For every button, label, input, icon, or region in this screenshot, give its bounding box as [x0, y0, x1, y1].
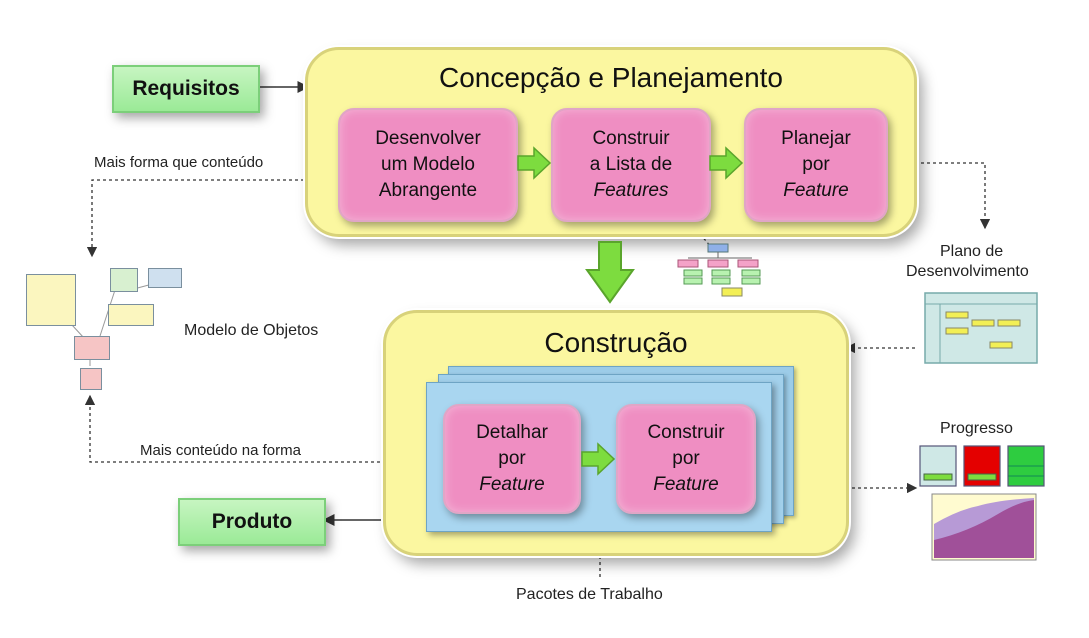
construir-feature-line1: Construir — [647, 422, 725, 443]
requisitos-box: Requisitos — [112, 65, 260, 113]
desenvolver-line1: Desenvolver — [375, 128, 481, 149]
label-pacotes: Pacotes de Trabalho — [516, 586, 663, 603]
construir-lista-line3: Features — [593, 180, 669, 201]
arrow-mais-forma — [86, 179, 340, 258]
construir-feature-line3: Feature — [653, 474, 719, 495]
produto-box: Produto — [178, 498, 326, 546]
desenvolver-line3: Abrangente — [378, 180, 478, 201]
panel-concepcao-title: Concepção e Planejamento — [438, 62, 783, 93]
construir-lista-line2: a Lista de — [589, 154, 673, 175]
construir-feature-line2: por — [672, 448, 700, 469]
progress-diagram — [919, 445, 1045, 561]
arrow-mais-conteudo — [84, 394, 440, 463]
label-mais-forma: Mais forma que conteúdo — [92, 154, 266, 171]
label-progresso: Progresso — [940, 420, 1013, 437]
detalhar-line3: Feature — [479, 474, 545, 495]
label-modelo-objetos: Modelo de Objetos — [184, 322, 319, 339]
label-plano-line1: Plano de — [940, 243, 1004, 260]
plano-diagram — [924, 292, 1038, 364]
detalhar-box: Detalhar por Feature — [443, 404, 581, 514]
green-arrow-2 — [709, 146, 744, 180]
green-arrow-1 — [517, 146, 552, 180]
desenvolver-line2: um Modelo — [381, 154, 475, 175]
construir-lista-line1: Construir — [592, 128, 670, 149]
desenvolver-modelo-box: Desenvolver um Modelo Abrangente — [338, 108, 518, 222]
planejar-line1: Planejar — [781, 128, 851, 149]
detalhar-line1: Detalhar — [476, 422, 548, 443]
planejar-box: Planejar por Feature — [744, 108, 888, 222]
green-arrow-down — [585, 241, 635, 304]
planejar-line2: por — [802, 154, 830, 175]
object-model-diagram — [18, 262, 188, 392]
panel-construcao-title: Construção — [544, 327, 688, 358]
label-mais-conteudo: Mais conteúdo na forma — [138, 442, 303, 459]
feature-list-diagram — [677, 243, 761, 297]
green-arrow-3 — [581, 442, 616, 476]
detalhar-line2: por — [498, 448, 526, 469]
construir-lista-box: Construir a Lista de Features — [551, 108, 711, 222]
planejar-line3: Feature — [783, 180, 849, 201]
construir-feature-box: Construir por Feature — [616, 404, 756, 514]
label-plano-line2: Desenvolvimento — [906, 263, 1029, 280]
